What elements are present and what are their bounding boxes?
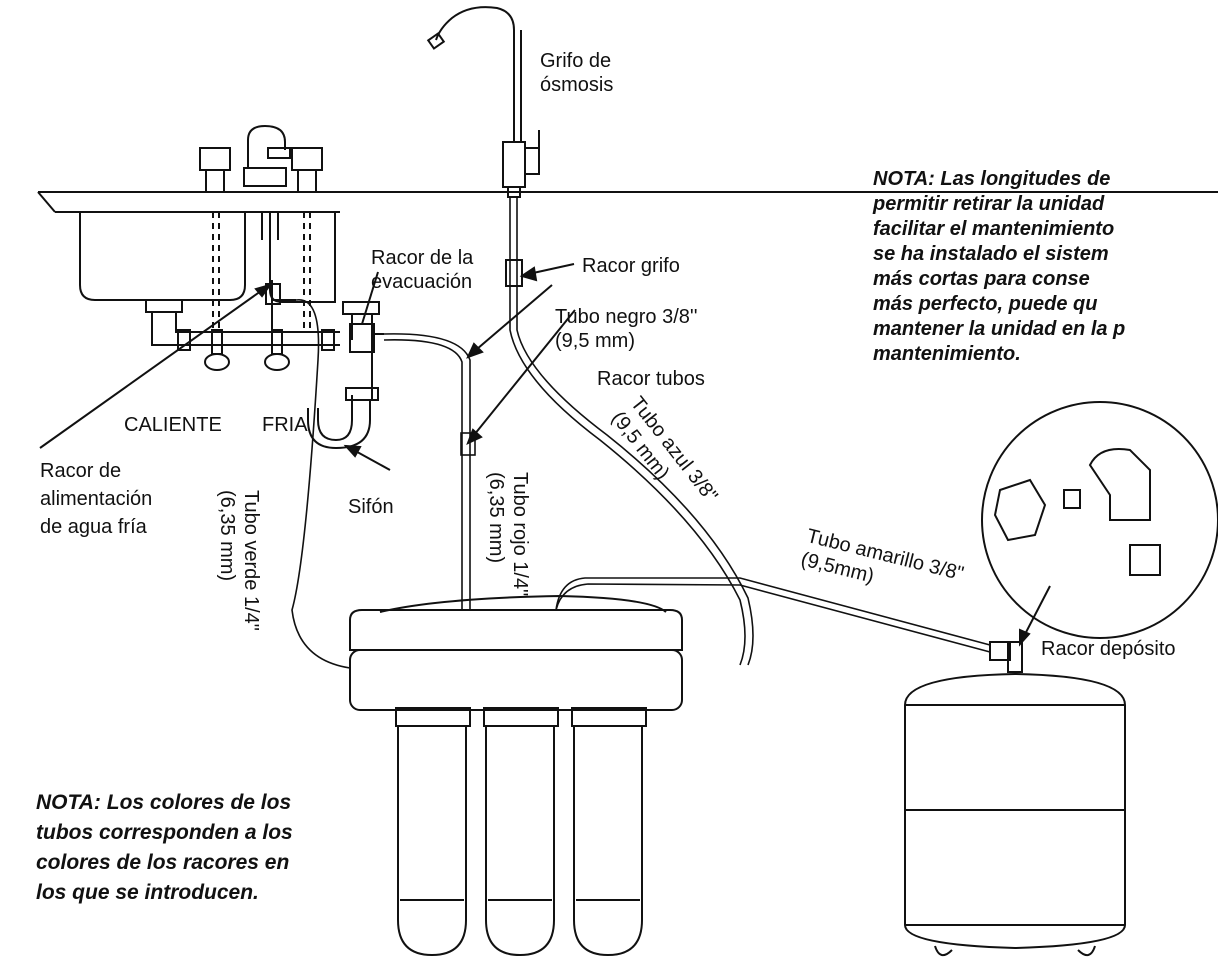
green-tube	[291, 299, 351, 669]
note-bottom-left: NOTA: Los colores de los tubos correspon…	[36, 791, 293, 904]
fittings-under-sink	[265, 280, 384, 353]
fitting-detail	[981, 401, 1218, 639]
green-tube-label: Tubo verde 1/4"(6,35 mm)	[216, 490, 262, 631]
faucet-fitting-label: Racor grifo	[582, 255, 680, 277]
storage-tank	[904, 641, 1126, 957]
drain-pipes	[145, 299, 380, 450]
tank-fitting-label: Racor depósito	[1041, 638, 1176, 660]
siphon-label: Sifón	[348, 496, 394, 518]
yellow-tube	[555, 577, 991, 653]
pointer-arrows	[39, 263, 1051, 647]
black-tube	[383, 333, 471, 610]
ro-faucet	[426, 6, 540, 287]
blue-tube	[509, 197, 754, 666]
ro-unit	[349, 594, 683, 957]
sink-faucet	[199, 124, 323, 371]
tubes	[291, 197, 991, 669]
tube-fitting-label: Racor tubos	[597, 368, 705, 390]
cold-label: FRIA	[262, 414, 308, 436]
tube-fitting	[460, 432, 476, 456]
note-top-right: NOTA: Las longitudes de permitir retirar…	[873, 168, 1126, 365]
red-tube-label: Tubo rojo 1/4"(6,35 mm)	[485, 472, 531, 597]
hot-label: CALIENTE	[124, 414, 222, 436]
black-tube-label: Tubo negro 3/8''(9,5 mm)	[555, 306, 698, 352]
